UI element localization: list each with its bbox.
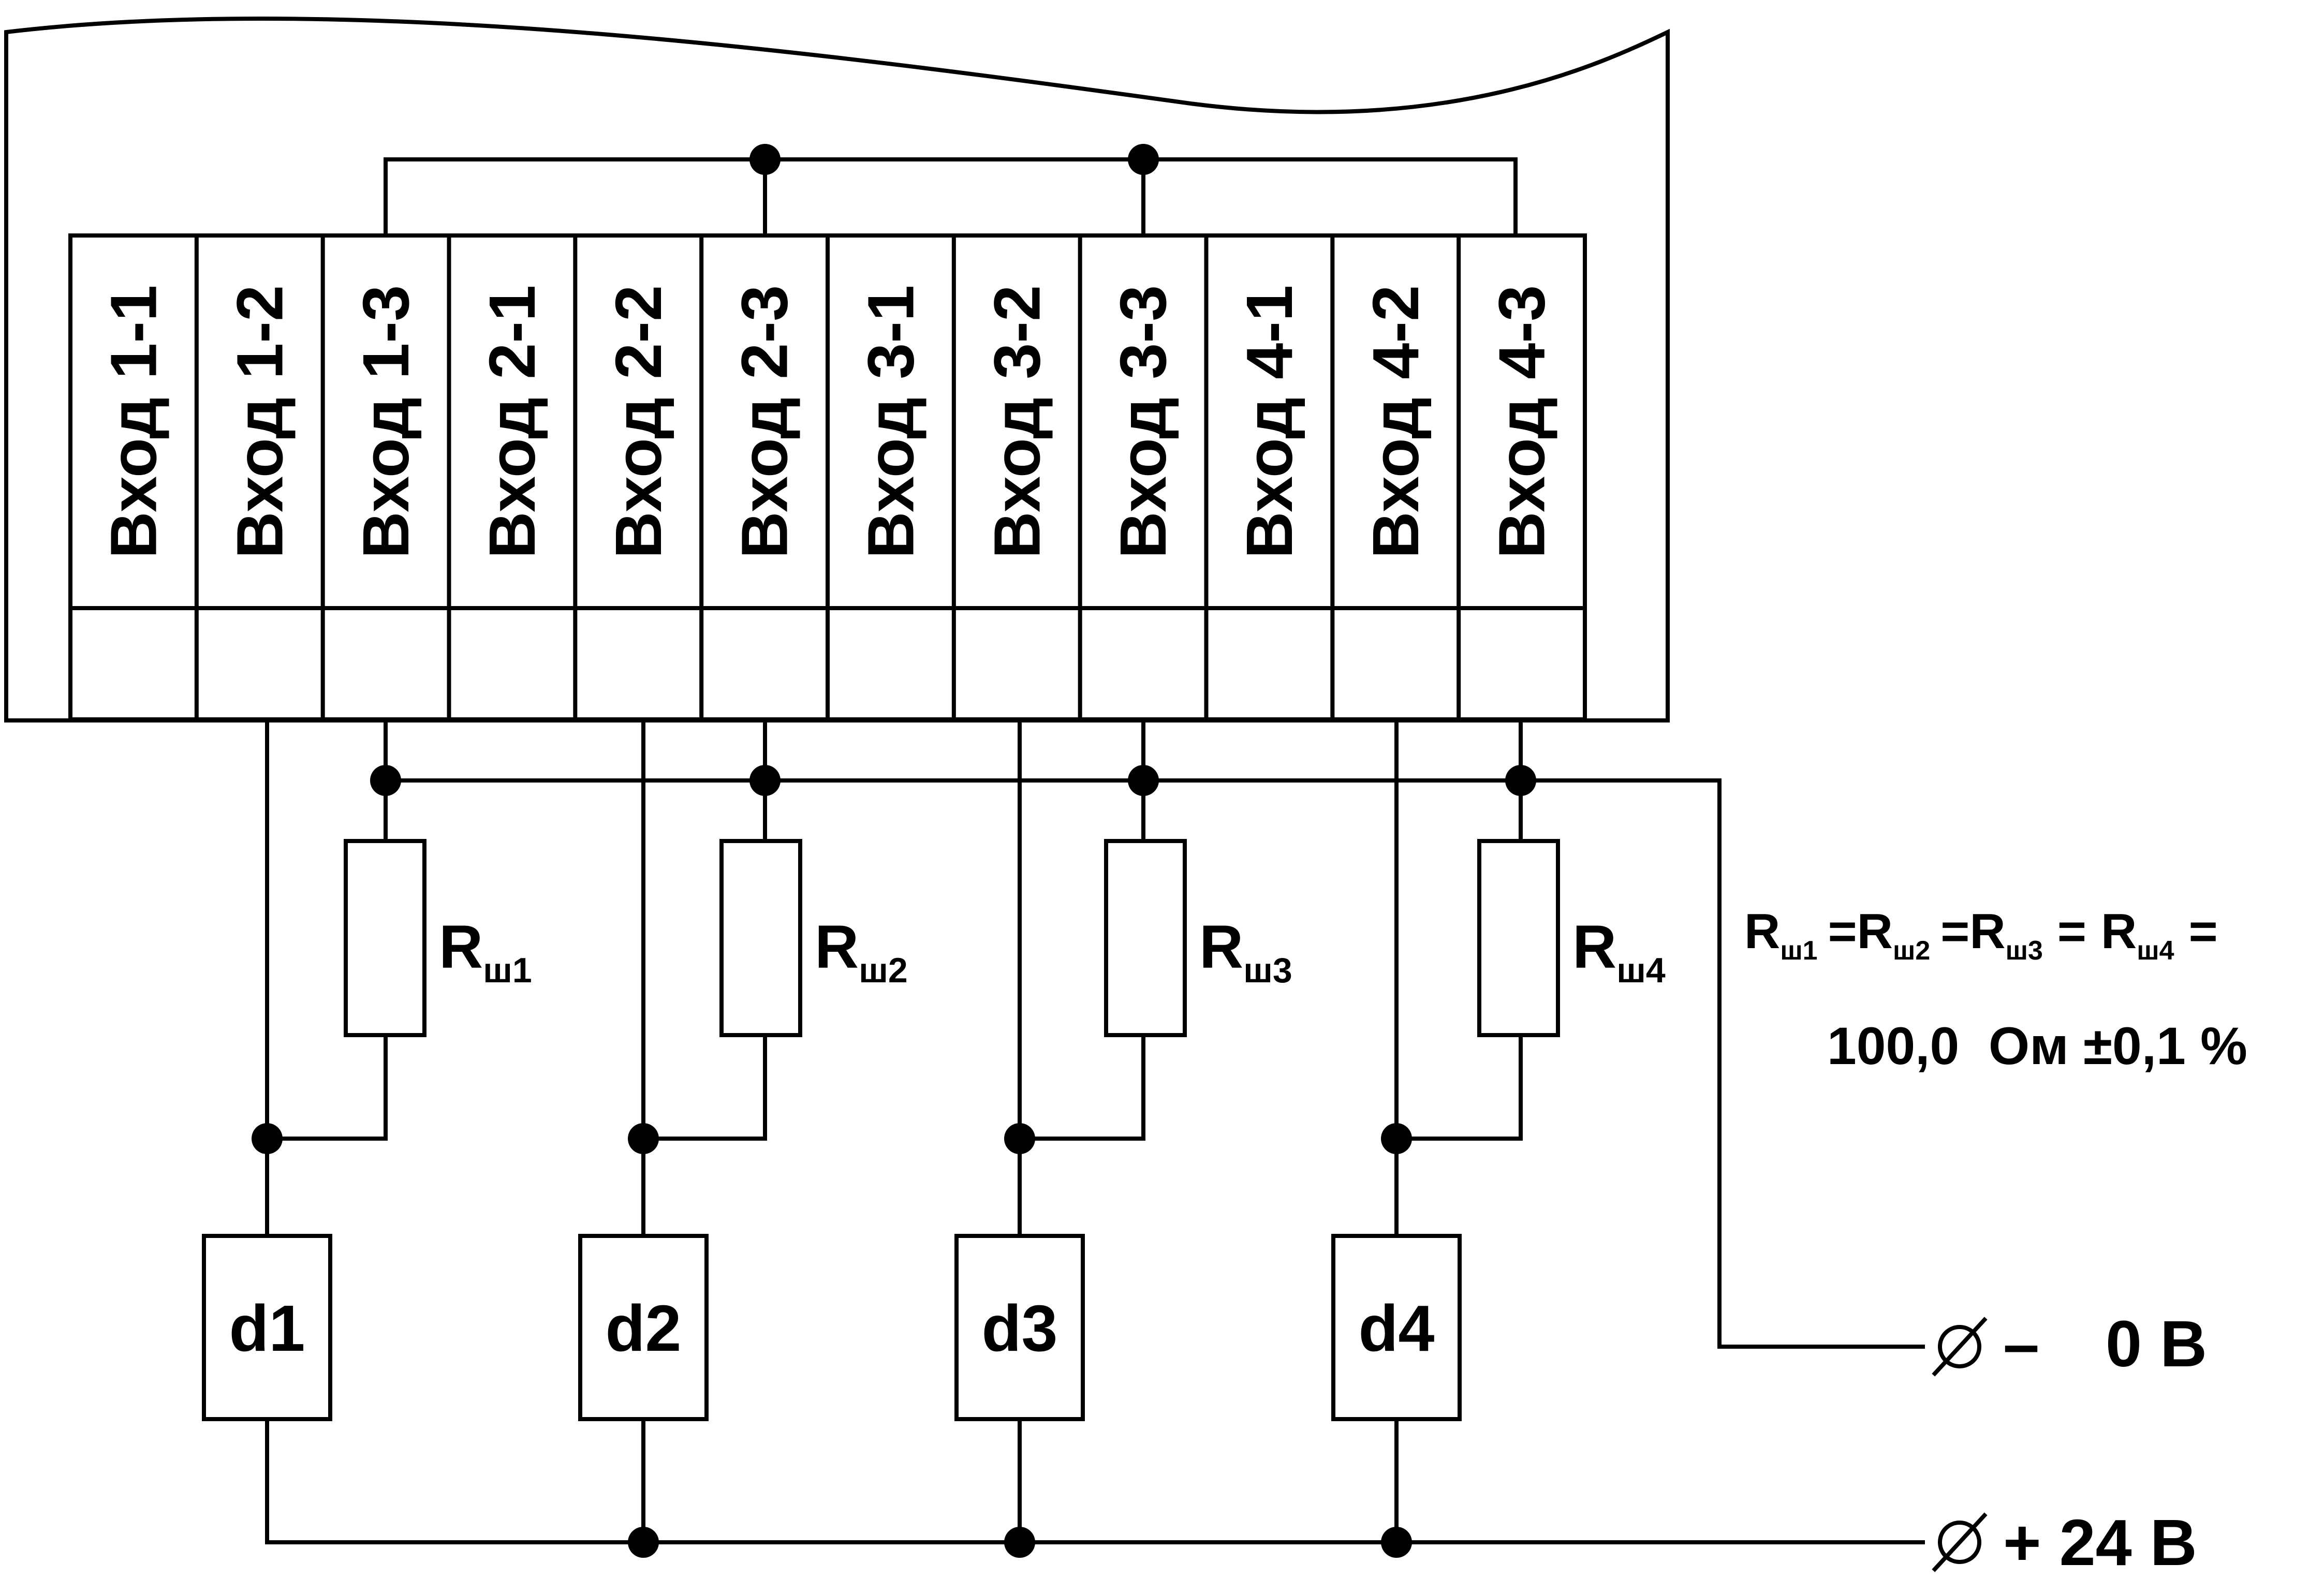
zero-volt-label: 0 В: [2106, 1307, 2207, 1380]
terminal-block: Вход 1-1 Вход 1-2 Вход 1-3 Вход 2-1 Вход 2-2…: [68, 233, 1587, 721]
terminal-label: Вход 3-3: [1107, 285, 1180, 559]
device-label: d1: [229, 1292, 305, 1365]
resistor-label: Rш4: [1572, 913, 1666, 990]
terminal-label: Вход 2-1: [476, 285, 549, 559]
terminal-label: Вход 1-2: [223, 285, 296, 559]
device-label: d3: [981, 1292, 1057, 1365]
terminal-label: Вход 3-1: [854, 285, 927, 559]
channel-2: d2 Rш2: [578, 718, 908, 1544]
eq-sign3: =: [2057, 904, 2086, 959]
plus-terminal-icon: [1932, 1512, 1988, 1572]
eq-sub1: ш1: [1780, 936, 1817, 966]
shunt-resistor: [719, 839, 802, 1037]
terminal-label: Вход 4-1: [1233, 285, 1306, 559]
shunt-resistor: [344, 839, 426, 1037]
svg-text:Rш1=Rш2=Rш3=Rш4=: Rш1=Rш2=Rш3=Rш4=: [1744, 904, 2218, 966]
channel-3: d3 Rш3: [954, 718, 1292, 1544]
shunt-value: 100,0 Ом ±0,1 %: [1827, 1016, 2247, 1075]
resistor-label: Rш3: [1199, 913, 1292, 990]
eq-r1: R: [1744, 904, 1780, 959]
eq-r2: R: [1857, 904, 1893, 959]
eq-sign2: =: [1940, 904, 1969, 959]
eq-r4: R: [2101, 904, 2137, 959]
resistor-label: Rш2: [815, 913, 908, 990]
device-housing: [4, 16, 1670, 722]
eq-sign4: =: [2189, 904, 2218, 959]
minus-terminal-icon: [1932, 1317, 1988, 1377]
terminal-label: Вход 1-3: [349, 285, 422, 559]
channel-1: d1 Rш1: [202, 718, 532, 1421]
terminal-label: Вход 4-3: [1485, 285, 1558, 559]
terminal-label: Вход 2-2: [602, 285, 675, 559]
eq-sub3: ш3: [2006, 936, 2043, 966]
device-label: d4: [1358, 1292, 1434, 1365]
minus-sign: –: [2003, 1307, 2039, 1380]
terminal-label: Вход 3-2: [980, 285, 1053, 559]
eq-sign1: =: [1828, 904, 1857, 959]
shunt-resistor: [1104, 839, 1187, 1037]
resistor-label: Rш1: [439, 913, 532, 990]
shunt-equation: Rш1=Rш2=Rш3=Rш4= 100,0 Ом ±0,1 %: [1744, 904, 2247, 1075]
eq-sub4: ш4: [2137, 936, 2174, 966]
shunt-resistor: [1477, 839, 1560, 1037]
plus-24v-bus: [265, 1417, 1925, 1558]
terminal-label: Вход 2-3: [728, 285, 801, 559]
terminal-label: Вход 4-2: [1359, 285, 1432, 559]
common-jumper: [384, 144, 1518, 238]
channel-4: d4 Rш4: [1331, 718, 1666, 1544]
eq-r3: R: [1969, 904, 2005, 959]
terminal-label: Вход 1-1: [97, 285, 170, 559]
eq-sub2: ш2: [1893, 936, 1930, 966]
device-label: d2: [605, 1292, 681, 1365]
plus-24v-label: + 24 В: [2003, 1506, 2197, 1578]
